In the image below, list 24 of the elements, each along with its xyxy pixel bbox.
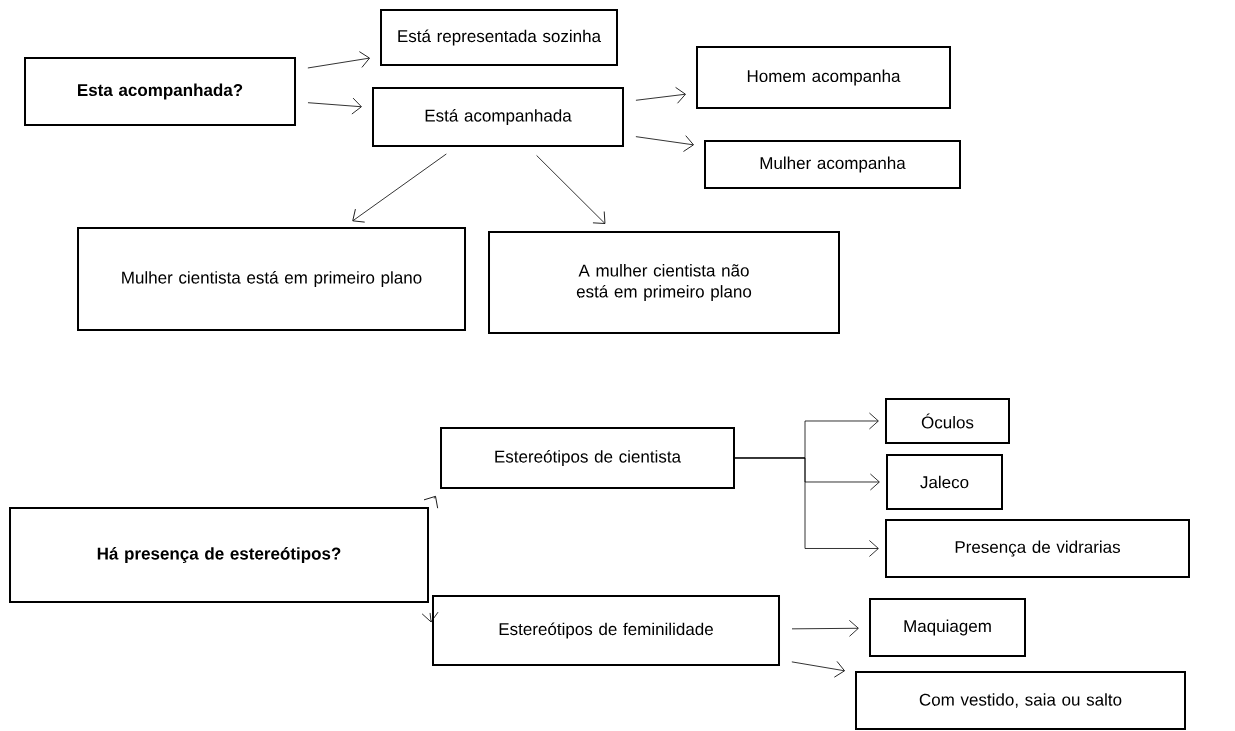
bracket-arrow bbox=[734, 457, 879, 557]
category-box: Jaleco bbox=[886, 454, 1003, 510]
arrow bbox=[307, 51, 370, 69]
arrow bbox=[536, 155, 606, 224]
question-box: Há presença de estereótipos? bbox=[9, 507, 429, 603]
arrow bbox=[791, 661, 845, 678]
arrow bbox=[635, 135, 694, 152]
arrow bbox=[307, 97, 362, 115]
category-box: Óculos bbox=[885, 398, 1010, 444]
category-box: Homem acompanha bbox=[696, 46, 951, 109]
category-box: Está acompanhada bbox=[372, 87, 624, 147]
category-box: Está representada sozinha bbox=[380, 9, 618, 66]
arrow bbox=[791, 619, 859, 637]
category-box: Presença de vidrarias bbox=[885, 519, 1190, 578]
question-box: Esta acompanhada? bbox=[24, 57, 296, 126]
category-box: Estereótipos de feminilidade bbox=[432, 595, 780, 666]
category-box: Com vestido, saia ou salto bbox=[855, 671, 1186, 730]
arrow bbox=[635, 86, 686, 104]
arrow bbox=[352, 153, 447, 223]
category-box: A mulher cientista não está em primeiro plano bbox=[488, 231, 840, 334]
category-box: Maquiagem bbox=[869, 598, 1026, 657]
category-box: Estereótipos de cientista bbox=[440, 427, 735, 489]
category-box: Mulher cientista está em primeiro plano bbox=[77, 227, 466, 331]
category-box: Mulher acompanha bbox=[704, 140, 961, 189]
